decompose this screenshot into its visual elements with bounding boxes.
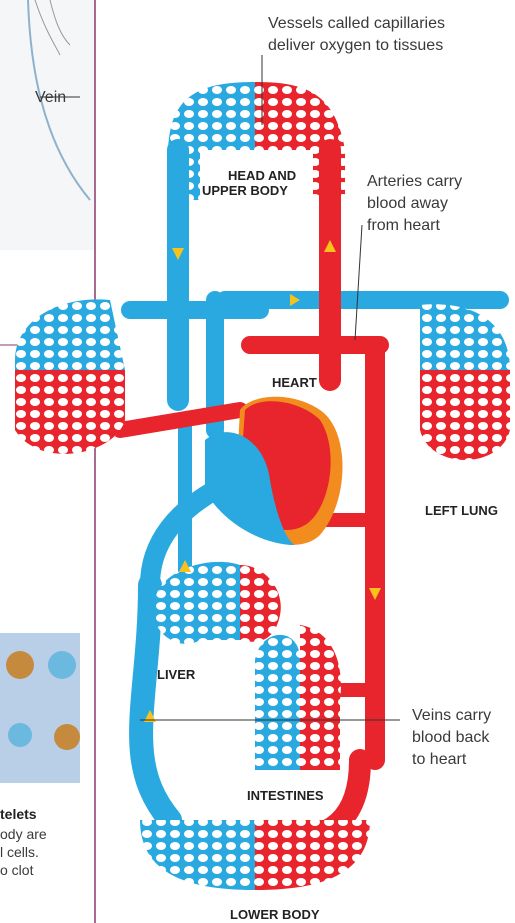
- liver: [155, 562, 281, 644]
- capillaries-callout-line1: Vessels called capillaries: [268, 14, 445, 34]
- side-text-line1: ody are: [0, 825, 47, 843]
- lower-body-label: LOWER BODY: [230, 907, 320, 922]
- left-page-fragment: [0, 0, 95, 345]
- heart-label: HEART: [272, 375, 317, 390]
- left-lung-capillaries: [420, 304, 510, 460]
- right-lung-capillaries: [15, 299, 125, 454]
- side-text-line2: l cells.: [0, 843, 39, 861]
- arteries-callout-line3: from heart: [367, 216, 440, 236]
- liver-label: LIVER: [157, 667, 195, 682]
- capillaries-callout-line2: deliver oxygen to tissues: [268, 36, 443, 56]
- veins-callout-line1: Veins carry: [412, 706, 491, 726]
- vein-label: Vein: [35, 88, 66, 108]
- intestines-label: INTESTINES: [247, 788, 324, 803]
- head-upper-body-label-line1: HEAD AND: [228, 168, 296, 183]
- left-lung-label: LEFT LUNG: [425, 503, 498, 518]
- lower-body-capillaries: [140, 820, 370, 890]
- arteries-callout-line1: Arteries carry: [367, 172, 462, 192]
- veins-callout-line3: to heart: [412, 750, 466, 770]
- blood-cell-panel: [0, 633, 80, 783]
- head-upper-body-label-line2: UPPER BODY: [202, 183, 288, 198]
- intestines: [255, 625, 341, 770]
- arteries-callout-line2: blood away: [367, 194, 448, 214]
- veins-callout-line2: blood back: [412, 728, 489, 748]
- platelets-heading-fragment: telets: [0, 806, 37, 822]
- side-text-line3: o clot: [0, 861, 33, 879]
